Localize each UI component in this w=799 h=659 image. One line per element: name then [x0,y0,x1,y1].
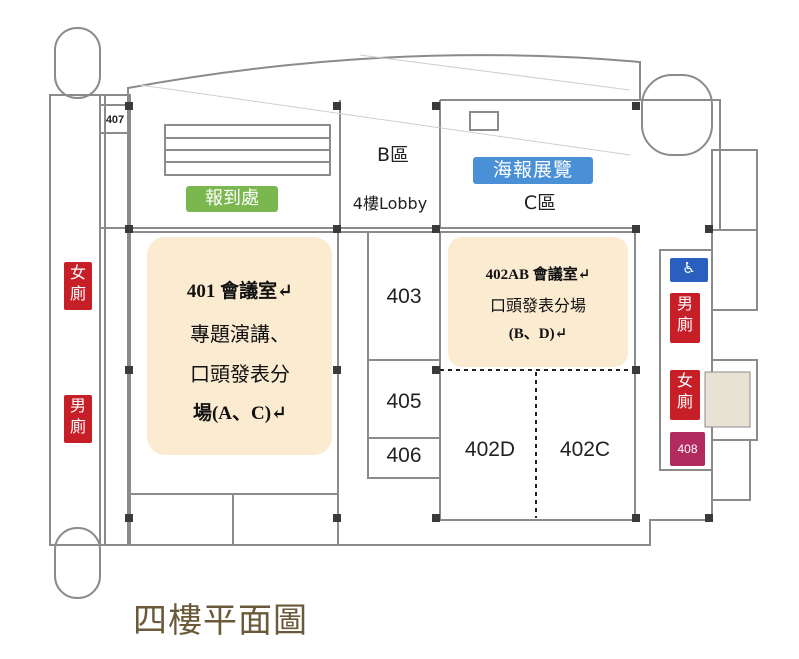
room-402-wall [439,231,636,521]
left-corridor [99,94,131,546]
room-402ab-highlight [448,237,628,367]
left-female-restroom: 女廁 [64,262,92,310]
stair-bottom-left [54,527,101,599]
room-402d-label: 402D [464,438,516,461]
stair-top-left [54,27,101,99]
room-406-label: 406 [386,444,422,467]
right-female-restroom: 女廁 [670,370,700,420]
room-407-wall [99,104,131,134]
accessible-restroom-icon: ♿ [670,258,708,282]
room-405-label: 405 [386,390,422,413]
room-408-label: 408 [670,432,705,466]
registration-tag: 報到處 [186,186,278,212]
b-zone-label: B區 [376,144,410,166]
room-403-label: 403 [386,285,422,308]
right-male-restroom: 男廁 [670,293,700,343]
room-401-line3: 口頭發表分 [190,364,290,386]
room-407-label: 407 [105,114,125,126]
left-male-restroom: 男廁 [64,395,92,443]
washroom-area [704,371,751,428]
c-zone-label: C區 [523,192,557,214]
room-401-title: 401 會議室↵ [186,281,294,302]
left-wing [49,94,106,546]
poster-exhibition-tag: 海報展覽 [473,157,593,184]
right-service [711,149,758,231]
floor-plan-title: 四樓平面圖 [133,601,308,641]
room-401-highlight [147,237,332,455]
room-401-line2: 專題演講、 [190,324,290,346]
right-service-2 [711,229,758,311]
room-401-line4: 場(A、C)↵ [192,403,288,424]
room-402c-label: 402C [559,438,611,461]
room-402ab-line2: 口頭發表分場 [489,298,586,315]
lobby-label: 4樓Lobby [352,194,428,213]
room-402ab-title: 402AB 會議室↵ [485,267,591,283]
room-402ab-line3: (B、D)↵ [508,326,568,342]
stair-top-right [641,74,713,156]
small-box [469,111,499,131]
